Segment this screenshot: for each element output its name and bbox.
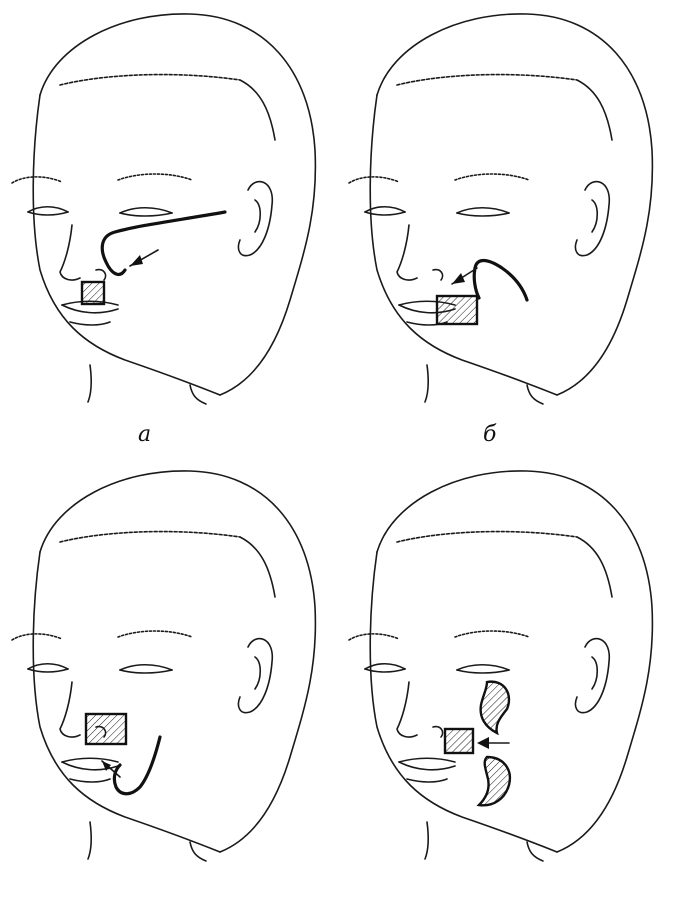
lower-flap-d xyxy=(479,757,510,805)
caption-a: а xyxy=(138,422,151,447)
face-drawing-d xyxy=(337,457,673,897)
defect-square-c xyxy=(86,714,126,744)
defect-square-d xyxy=(445,729,473,753)
defect-square-b xyxy=(437,296,477,324)
arrowhead-a xyxy=(130,255,143,266)
arrowhead-d xyxy=(477,737,489,749)
arrowhead-b xyxy=(452,273,465,284)
figure-panel-d xyxy=(337,457,673,897)
face-drawing-b xyxy=(337,0,673,440)
upper-flap-d xyxy=(481,682,509,733)
face-drawing-c xyxy=(0,457,336,897)
figure-panel-b xyxy=(337,0,673,440)
flap-incision-a xyxy=(102,212,225,274)
figure-panel-c xyxy=(0,457,336,897)
caption-b: б xyxy=(483,422,496,447)
defect-square-a xyxy=(82,282,104,304)
figure-panel-a xyxy=(0,0,336,440)
flap-incision-b xyxy=(474,261,527,301)
face-drawing-a xyxy=(0,0,336,440)
flap-incision-c xyxy=(114,737,160,794)
